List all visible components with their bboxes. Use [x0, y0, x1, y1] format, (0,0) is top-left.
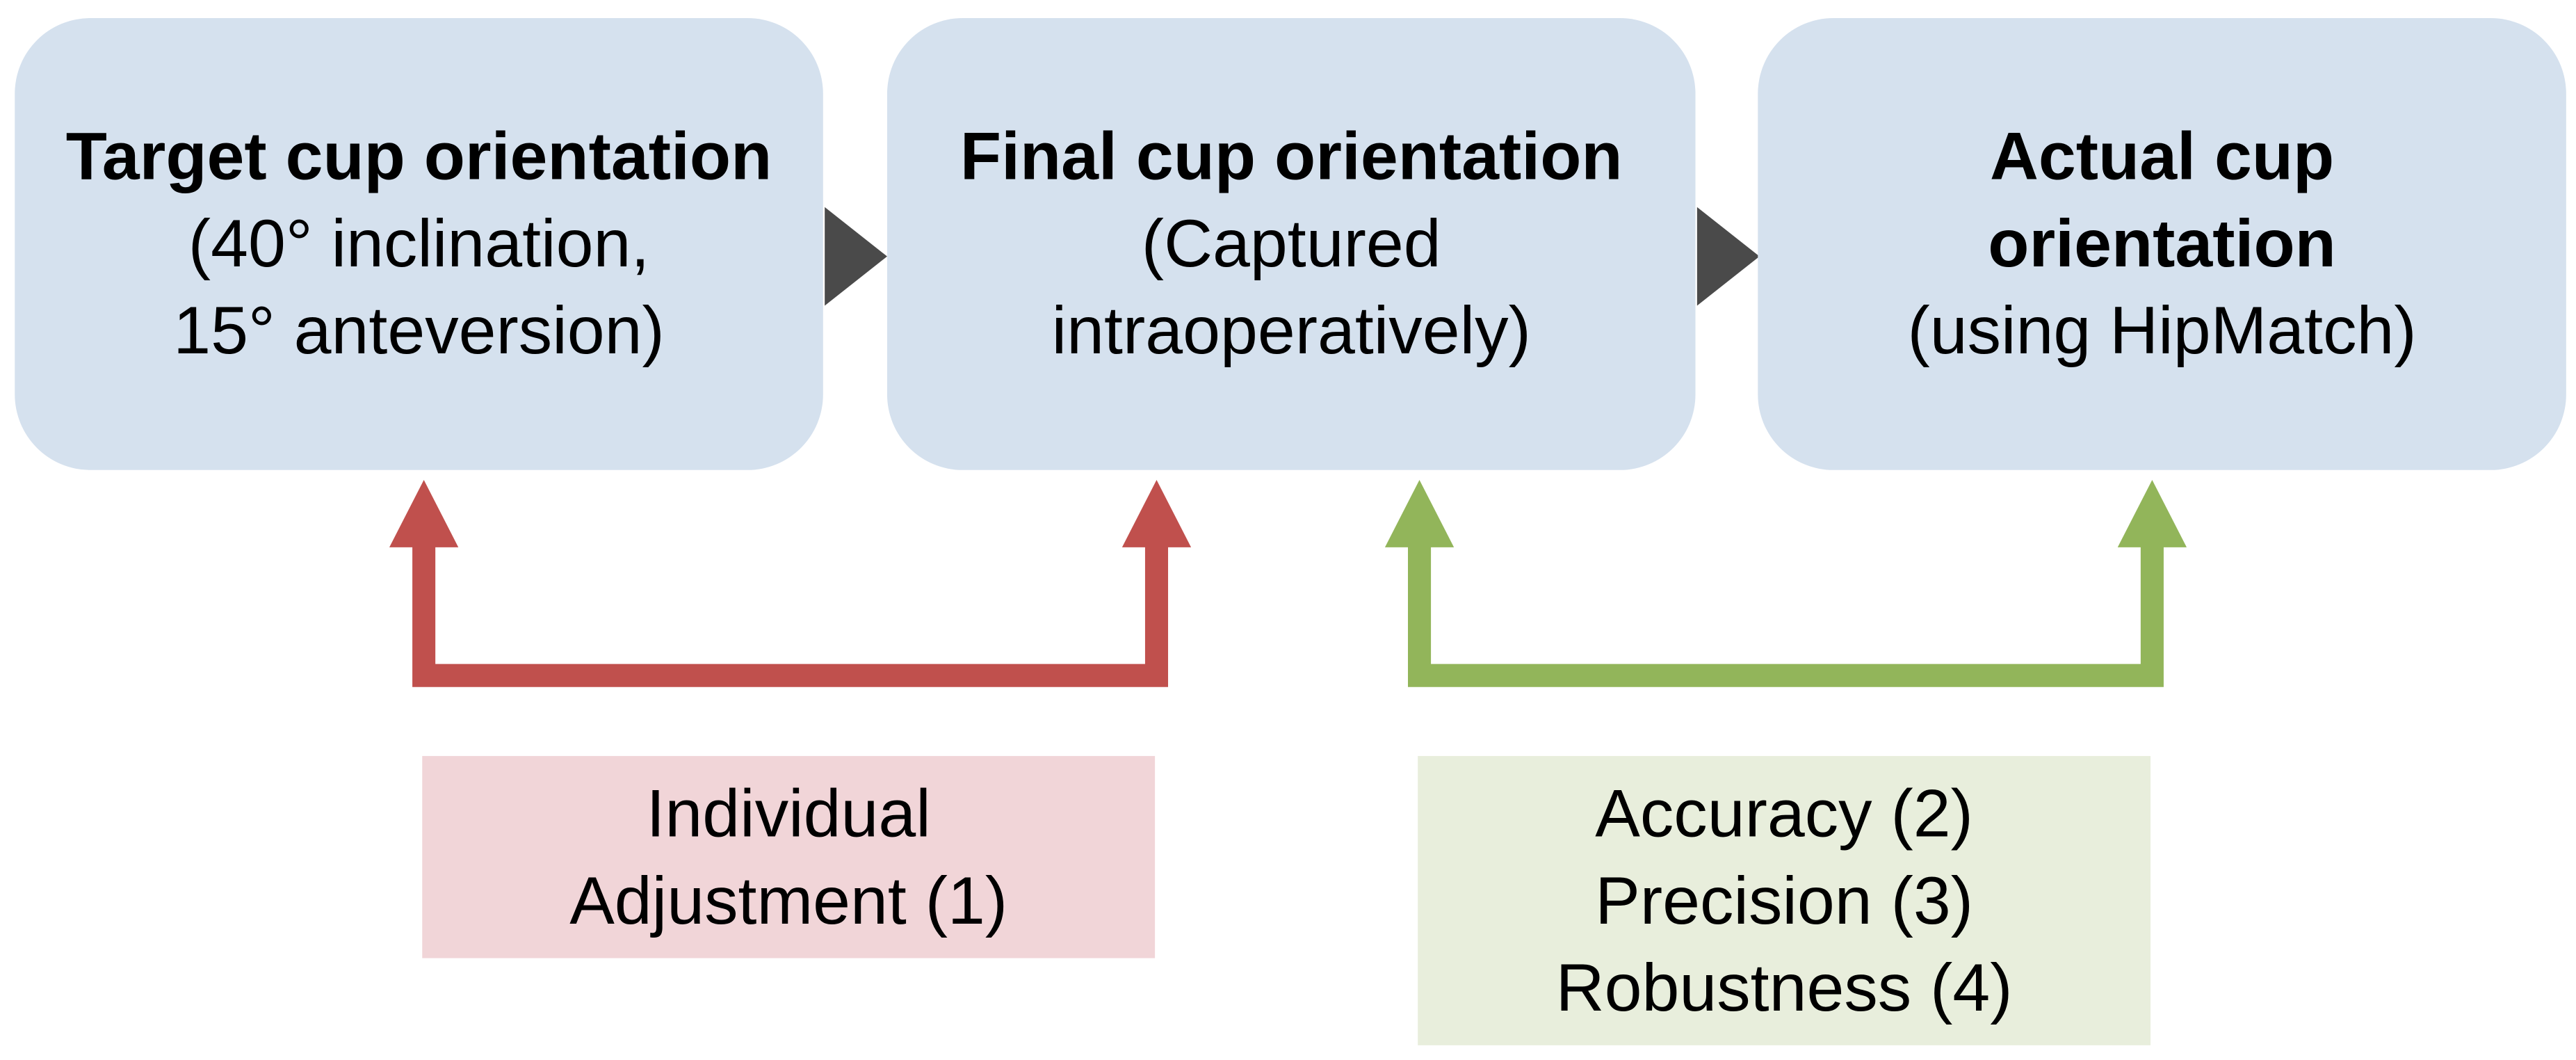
evaluation-arrowhead-right [2117, 479, 2187, 547]
flow-arrow-2 [1696, 207, 1760, 306]
adjustment-label-line-1: Individual [646, 775, 931, 851]
adjustment-label-line-2: Adjustment (1) [569, 862, 1008, 938]
final-box-line-1: (Captured [1141, 205, 1441, 282]
actual-box-title-line-1: Actual cup [1989, 118, 2335, 194]
individual-adjustment-label: Individual Adjustment (1) [422, 755, 1156, 958]
target-cup-orientation-box: Target cup orientation (40° inclination,… [15, 17, 823, 470]
evaluation-arrowhead-left [1384, 479, 1455, 547]
target-box-title: Target cup orientation [65, 118, 772, 194]
adjustment-arrowhead-right [1121, 479, 1192, 547]
actual-cup-orientation-box: Actual cup orientation (using HipMatch) [1758, 17, 2566, 470]
adjustment-arrowhead-left [389, 479, 459, 547]
precision-label: Precision (3) [1595, 862, 1973, 938]
adjustment-connector [412, 542, 1169, 687]
final-box-line-2: intraoperatively) [1051, 292, 1531, 369]
final-cup-orientation-box: Final cup orientation (Captured intraope… [886, 17, 1696, 470]
accuracy-label: Accuracy (2) [1595, 775, 1973, 851]
final-box-title: Final cup orientation [959, 118, 1623, 194]
evaluation-connector [1408, 542, 2164, 687]
evaluation-metrics-label: Accuracy (2) Precision (3) Robustness (4… [1418, 755, 2151, 1045]
actual-box-title-line-2: orientation [1988, 205, 2336, 282]
robustness-label: Robustness (4) [1555, 949, 2013, 1025]
actual-box-line-1: (using HipMatch) [1907, 292, 2417, 369]
target-box-line-2: 15° anteversion) [173, 292, 665, 369]
flow-arrow-1 [825, 207, 887, 306]
target-box-line-1: (40° inclination, [188, 205, 650, 282]
